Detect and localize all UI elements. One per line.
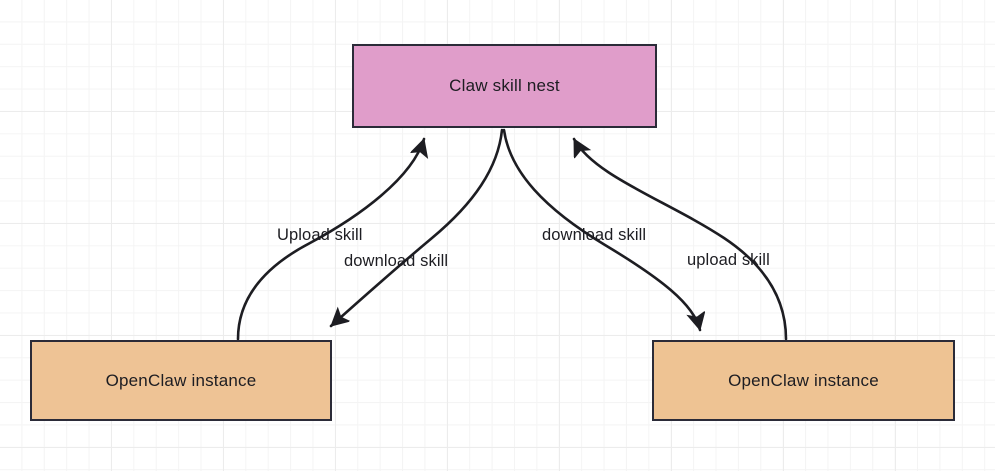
edge-label-right-download: download skill (542, 226, 647, 244)
node-openclaw-instance-left[interactable]: OpenClaw instance (30, 340, 332, 421)
node-label: OpenClaw instance (728, 370, 879, 390)
node-openclaw-instance-right[interactable]: OpenClaw instance (652, 340, 955, 421)
edge-label-left-download: download skill (344, 252, 449, 270)
node-label: Claw skill nest (449, 76, 560, 95)
edge-label-right-upload: upload skill (687, 251, 770, 269)
edge-label-left-upload: Upload skill (277, 226, 363, 244)
node-label: OpenClaw instance (105, 370, 257, 390)
node-claw-skill-nest[interactable]: Claw skill nest (352, 44, 657, 128)
